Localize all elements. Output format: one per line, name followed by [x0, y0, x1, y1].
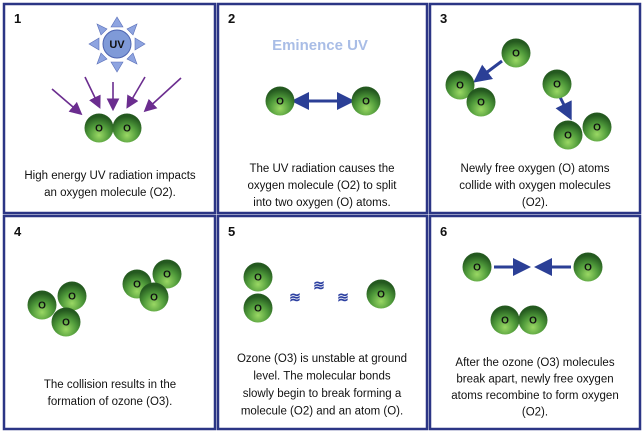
atom-label: O	[254, 273, 262, 284]
atom-label: O	[529, 316, 537, 327]
atom-label: O	[123, 124, 131, 135]
panel-caption-line: oxygen molecule (O2) to split	[248, 180, 398, 192]
oxygen-atom: O	[553, 120, 583, 150]
oxygen-atom: O	[265, 86, 295, 116]
panel-number: 5	[228, 224, 235, 239]
atom-label: O	[512, 49, 520, 60]
oxygen-atom: O	[573, 252, 603, 282]
atom-label: O	[38, 301, 46, 312]
panel-3	[428, 2, 642, 215]
atom-label: O	[254, 304, 262, 315]
oxygen-atom: O	[542, 69, 572, 99]
atom-label: O	[593, 123, 601, 134]
oxygen-atom: O	[139, 282, 169, 312]
panel-caption-line: into two oxygen (O) atoms.	[253, 197, 390, 209]
atom-label: O	[150, 293, 158, 304]
atom-label: O	[133, 280, 141, 291]
atom-label: O	[553, 80, 561, 91]
oxygen-atom: O	[501, 38, 531, 68]
vibration-icon: ≋	[313, 277, 325, 293]
panel-caption-line: After the ozone (O3) molecules	[455, 357, 614, 369]
atom-label: O	[477, 98, 485, 109]
oxygen-atom: O	[366, 279, 396, 309]
captions: High energy UV radiation impacts an oxyge…	[24, 163, 618, 419]
atom-label: O	[473, 263, 481, 274]
collision-arrow	[555, 96, 572, 121]
panel-caption-line: slowly begin to break forming a	[243, 388, 402, 400]
panel-caption-line: (O2).	[522, 407, 548, 419]
oxygen-atom: O	[27, 290, 57, 320]
vibration-icon: ≋	[337, 289, 349, 305]
oxygen-atom: O	[57, 281, 87, 311]
atom-label: O	[584, 263, 592, 274]
uv-ray-arrows	[51, 76, 182, 116]
collision-arrow	[473, 59, 503, 83]
panel-caption-line: level. The molecular bonds	[253, 371, 390, 383]
panel-number: 4	[14, 224, 22, 239]
panel-caption-line: an oxygen molecule (O2).	[44, 187, 176, 199]
oxygen-atom: O	[582, 112, 612, 142]
panel-caption-line: formation of ozone (O3).	[48, 396, 173, 408]
panel-caption-line: molecule (O2) and an atom (O).	[241, 406, 403, 418]
oxygen-atom: O	[466, 87, 496, 117]
panel-caption-line: High energy UV radiation impacts	[24, 170, 196, 182]
atom-label: O	[377, 290, 385, 301]
oxygen-atom: O	[243, 293, 273, 323]
atom-label: O	[362, 97, 370, 108]
panel-number: 3	[440, 11, 447, 26]
sun-label: UV	[109, 39, 125, 51]
atom-label: O	[163, 270, 171, 281]
atom-label: O	[564, 131, 572, 142]
oxygen-atom: O	[243, 262, 273, 292]
vibration-icon: ≋	[289, 289, 301, 305]
watermark: Eminence UV	[272, 37, 368, 54]
oxygen-atom: O	[51, 307, 81, 337]
oxygen-atom: O	[462, 252, 492, 282]
panel-5	[216, 214, 429, 431]
panel-caption-line: The collision results in the	[44, 379, 176, 391]
oxygen-atom: O	[84, 113, 114, 143]
oxygen-atom: O	[351, 86, 381, 116]
atom-label: O	[62, 318, 70, 329]
atom-label: O	[456, 81, 464, 92]
uv-sun-icon: UV	[88, 16, 146, 73]
panel-caption-line: atoms recombine to form oxygen	[451, 390, 618, 402]
atom-label: O	[276, 97, 284, 108]
oxygen-atom: O	[445, 70, 475, 100]
oxygen-atom: O	[112, 113, 142, 143]
oxygen-atom: O	[490, 305, 520, 335]
panel-caption-line: Newly free oxygen (O) atoms	[461, 163, 610, 175]
panel-number: 2	[228, 11, 235, 26]
atom-label: O	[95, 124, 103, 135]
atom-label: O	[68, 292, 76, 303]
panel-caption-line: break apart, newly free oxygen	[456, 374, 613, 386]
oxygen-atom: O	[152, 259, 182, 289]
panel-4	[2, 214, 217, 431]
panel-caption-line: Ozone (O3) is unstable at ground	[237, 353, 407, 365]
panel-caption-line: (O2).	[522, 197, 548, 209]
oxygen-atom: O	[518, 305, 548, 335]
atom-label: O	[501, 316, 509, 327]
panel-number: 6	[440, 224, 447, 239]
panel-number: 1	[14, 11, 21, 26]
panel-caption-line: collide with oxygen molecules	[459, 180, 611, 192]
panel-caption-line: The UV radiation causes the	[249, 163, 394, 175]
